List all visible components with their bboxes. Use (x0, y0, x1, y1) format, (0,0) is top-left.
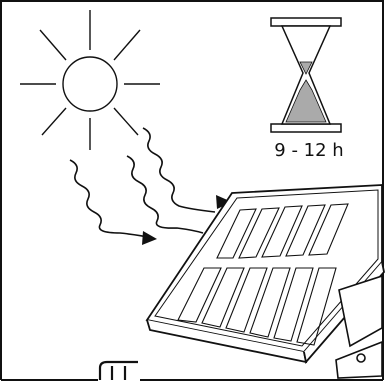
solar-cells (177, 203, 349, 346)
charge-duration-label: 9 - 12 h (274, 140, 344, 161)
hourglass-sand (285, 61, 327, 123)
sunlight-wave-arrows (69, 127, 216, 239)
sun-icon (20, 10, 160, 150)
hourglass-icon (270, 17, 342, 133)
mounting-bracket (335, 274, 383, 379)
clip-icon (98, 360, 138, 380)
